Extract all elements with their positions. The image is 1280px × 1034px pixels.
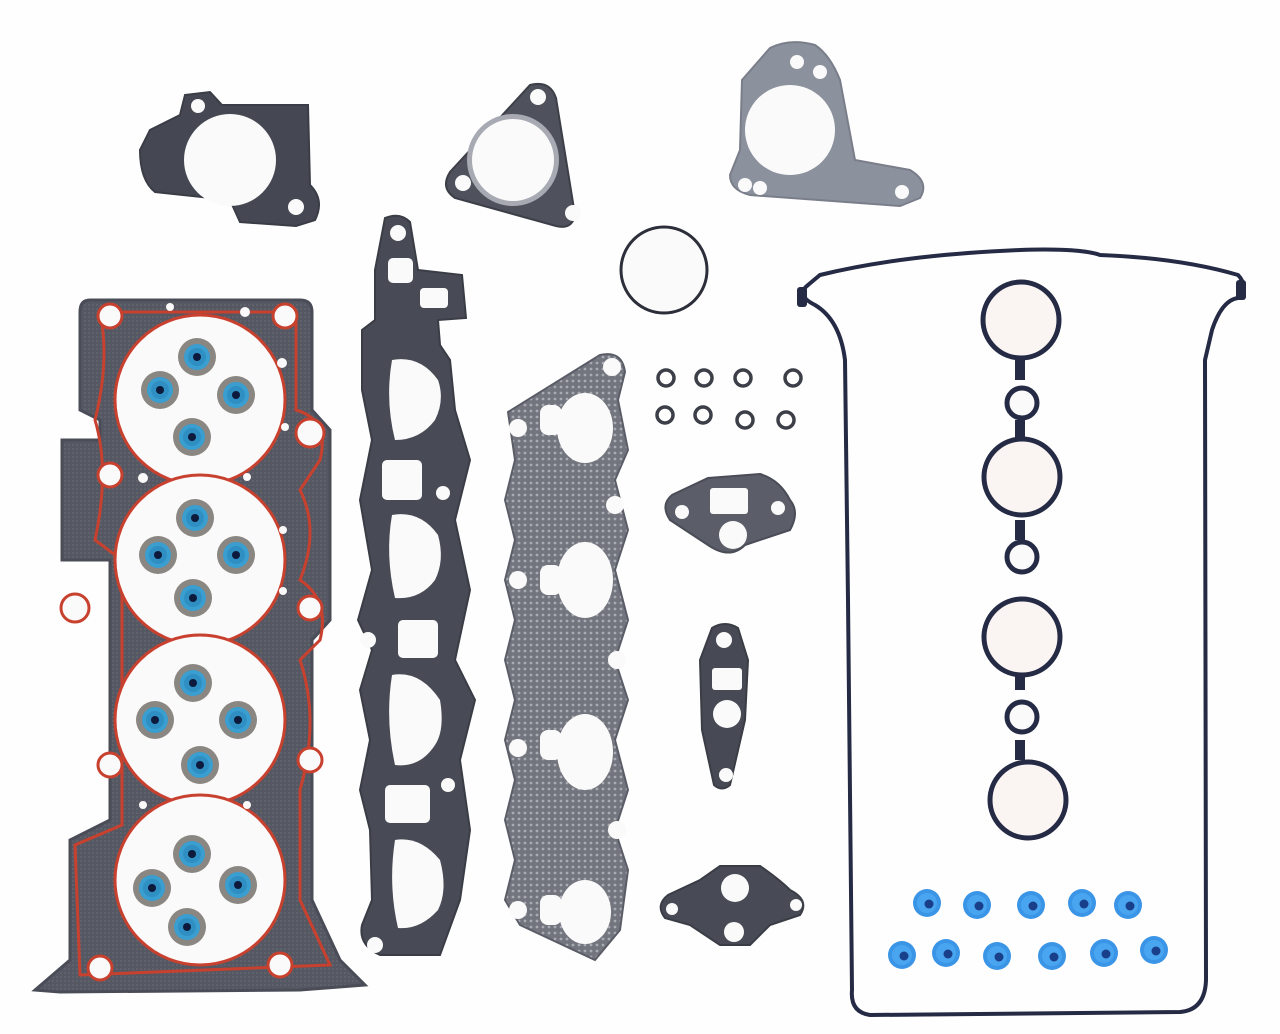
spark-plug-tube-seal — [980, 279, 1069, 841]
thermostat-gasket — [445, 82, 581, 228]
bolt-grommets — [888, 889, 1168, 970]
intake-manifold-gasket — [356, 214, 477, 956]
exhaust-manifold-gasket — [503, 353, 630, 962]
head-gasket — [31, 298, 369, 994]
valve-cover-gasket — [797, 247, 1246, 1018]
cylinder-bore-1 — [113, 313, 287, 487]
cylinder-bore-4 — [113, 793, 287, 967]
cylinder-bore-2 — [113, 473, 287, 647]
throttle-body-gasket — [138, 90, 320, 228]
egr-gasket — [664, 472, 796, 554]
small-o-rings — [655, 368, 803, 430]
large-o-ring — [619, 225, 709, 315]
egr-valve-gasket — [659, 865, 805, 946]
egr-tube-gasket — [698, 623, 750, 790]
cylinder-bore-3 — [113, 633, 287, 807]
water-outlet-gasket — [728, 41, 925, 208]
